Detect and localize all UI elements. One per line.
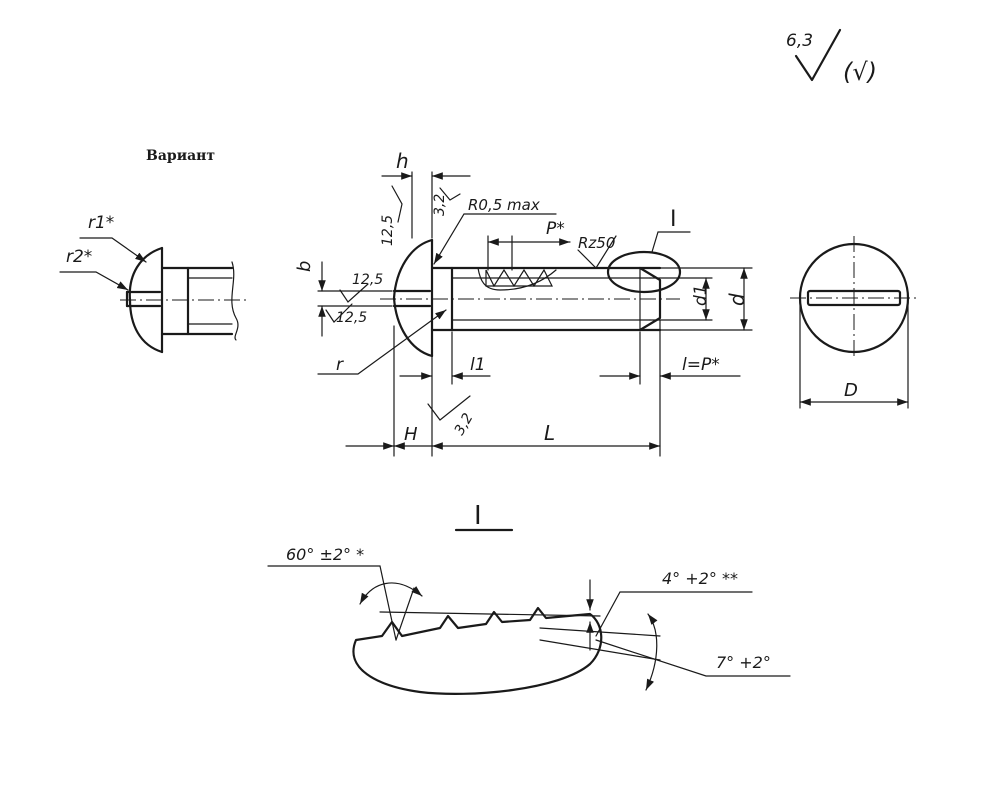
- roughness-bracket-symbol: (√): [843, 58, 877, 86]
- roughness-main-value: 6,3: [786, 31, 813, 51]
- variant-label: Вариант: [146, 148, 215, 164]
- screw-main-view: I P* Rz50 R0,5 max h 12,5 3,2 b 12,5: [294, 149, 753, 457]
- variant-break-line: [231, 261, 239, 341]
- label-b: b: [294, 261, 315, 272]
- detail-callout-circle: [606, 250, 682, 294]
- label-D: D: [844, 380, 858, 401]
- detail-callout-leader: [651, 231, 691, 253]
- roughness-slot-bottom-b: 12,5: [336, 310, 367, 326]
- roughness-slot-bottom-a: 12,5: [352, 272, 383, 288]
- label-r: r: [336, 355, 344, 375]
- label-angle-60: 60° ±2° *: [286, 545, 364, 564]
- roughness-head-underside: 3,2: [452, 411, 477, 438]
- screw-head-outline: [392, 238, 434, 358]
- general-roughness-symbol: 6,3 (√): [786, 28, 877, 86]
- label-angle-7: 7° +2°: [716, 653, 771, 672]
- label-r-max: R0,5 max: [468, 196, 540, 214]
- label-L: L: [544, 421, 555, 445]
- label-d: d: [725, 293, 749, 306]
- label-r1: r1*: [88, 213, 114, 233]
- roughness-head-top: 12,5: [380, 215, 396, 246]
- r-leader: [317, 309, 447, 375]
- label-l-eq-p: l=P*: [682, 355, 720, 375]
- screw-end-view: D: [790, 236, 918, 409]
- r-max-leader: [433, 213, 557, 265]
- label-l1: l1: [470, 355, 486, 375]
- angle-60-arc: [359, 582, 423, 605]
- label-h: h: [396, 149, 409, 173]
- angle-60-leader: [267, 565, 397, 641]
- label-detail-ref: I: [670, 207, 677, 232]
- roughness-slot-side: 3,2: [432, 194, 448, 216]
- thread-section-cutaway: [485, 268, 553, 288]
- label-angle-4: 4° +2° **: [662, 569, 738, 588]
- label-r2: r2*: [66, 247, 92, 267]
- roughness-check-icon: [794, 28, 842, 82]
- r2-leader: [59, 271, 129, 291]
- angle-7-arc: [645, 613, 658, 691]
- roughness-thread-rz: Rz50: [578, 234, 615, 252]
- label-H: H: [404, 424, 418, 445]
- variant-head-view: Вариант r1* r2*: [59, 148, 248, 354]
- angle-7-leader: [595, 639, 791, 677]
- detail-I-view: I 60° ±2° * 4° +2° ** 7° +2°: [267, 501, 791, 695]
- detail-thread-section: [352, 606, 603, 695]
- angle-4-leader: [595, 591, 753, 637]
- label-pitch: P*: [546, 219, 565, 239]
- label-d1: d1: [691, 284, 711, 306]
- detail-title: I: [474, 501, 482, 531]
- r1-leader: [79, 237, 147, 263]
